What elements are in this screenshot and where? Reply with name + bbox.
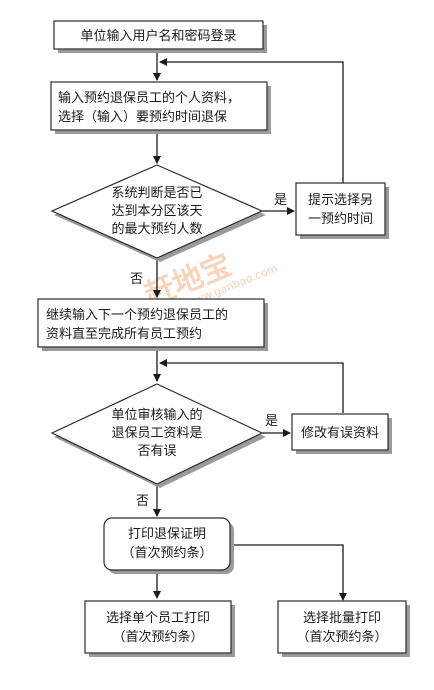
node-login: 单位输入用户名和密码登录 bbox=[53, 20, 267, 53]
node-prompt-line-2: 一预约时间 bbox=[308, 212, 373, 227]
node-print-batch-line-2: （首次预约条） bbox=[296, 629, 387, 645]
node-review-line-1: 单位审核输入的 bbox=[111, 407, 202, 423]
edge-prompt-back-to-input bbox=[159, 58, 344, 183]
node-review: 单位审核输入的 退保员工资料是 否有误 bbox=[50, 383, 266, 488]
node-review-line-3: 否有误 bbox=[137, 444, 176, 459]
node-prompt-line-1: 提示选择另 bbox=[308, 192, 373, 208]
edge-fix-back-to-continue bbox=[159, 359, 344, 413]
node-print-single: 选择单个员工打印 （首次预约条） bbox=[84, 600, 235, 657]
connectors bbox=[153, 50, 347, 601]
node-check-limit-line-2: 达到本分区该天 bbox=[111, 204, 202, 219]
node-check-limit-line-3: 的最大预约人数 bbox=[111, 221, 202, 237]
node-fix-errors-text: 修改有误资料 bbox=[301, 426, 379, 441]
node-login-text: 单位输入用户名和密码登录 bbox=[80, 28, 236, 44]
node-print-single-line-2: （首次预约条） bbox=[112, 629, 203, 645]
node-print-batch: 选择批量打印 （首次预约条） bbox=[277, 600, 410, 657]
node-print-single-line-1: 选择单个员工打印 bbox=[106, 611, 210, 626]
node-continue-input: 继续输入下一个预约退保员工的 资料直至完成所有员工预约 bbox=[37, 298, 268, 351]
node-check-limit: 系统判断是否已 达到本分区该天 的最大预约人数 bbox=[50, 164, 266, 262]
node-input-info-line-1: 输入预约退保员工的个人资料， bbox=[58, 90, 240, 106]
edge-label-no-2: 否 bbox=[136, 494, 149, 509]
edge-label-no-1: 否 bbox=[130, 272, 143, 287]
node-input-info-line-2: 选择（输入）要预约时间退保 bbox=[58, 109, 227, 125]
node-print-proof: 打印退保证明 （首次预约条） bbox=[103, 517, 234, 574]
node-input-info: 输入预约退保员工的个人资料， 选择（输入）要预约时间退保 bbox=[50, 81, 271, 134]
node-review-line-2: 退保员工资料是 bbox=[111, 426, 202, 441]
edge-print-to-batch bbox=[230, 544, 347, 601]
edge-label-yes-1: 是 bbox=[274, 193, 287, 208]
node-fix-errors: 修改有误资料 bbox=[291, 413, 392, 454]
node-print-proof-line-2: （首次预约条） bbox=[121, 545, 212, 561]
node-print-proof-line-1: 打印退保证明 bbox=[128, 527, 206, 542]
node-check-limit-line-1: 系统判断是否已 bbox=[111, 186, 202, 201]
node-print-batch-line-1: 选择批量打印 bbox=[303, 611, 381, 626]
node-continue-line-2: 资料直至完成所有员工预约 bbox=[46, 327, 202, 342]
node-prompt-other-time: 提示选择另 一预约时间 bbox=[295, 182, 389, 239]
edge-label-yes-2: 是 bbox=[265, 414, 278, 429]
node-continue-line-1: 继续输入下一个预约退保员工的 bbox=[46, 307, 228, 323]
